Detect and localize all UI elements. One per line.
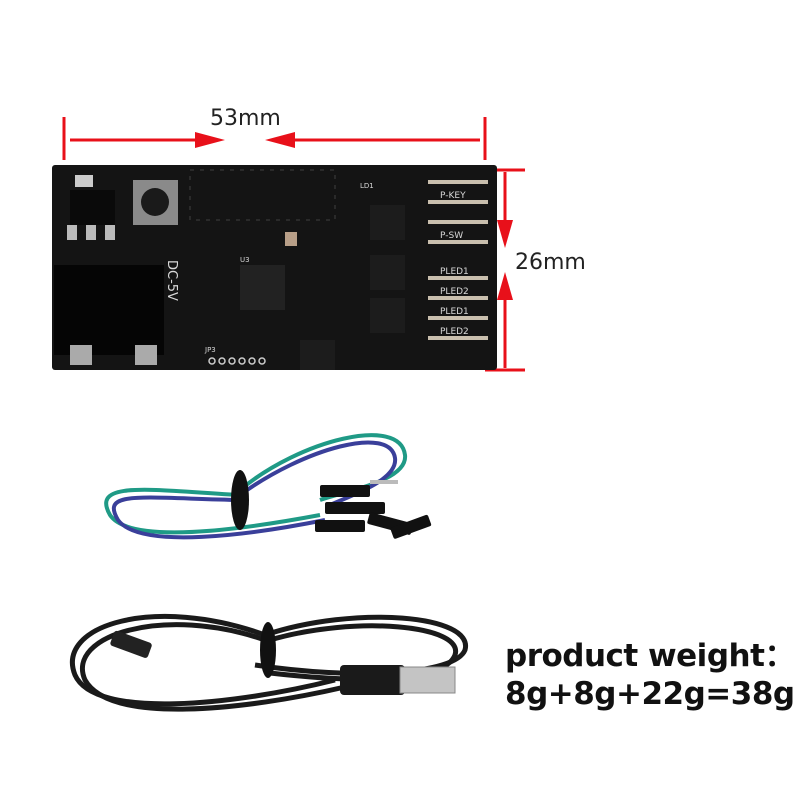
silk-jumper: JP3 xyxy=(204,346,216,354)
width-label: 53mm xyxy=(210,106,281,131)
silk-header-6: PLED2 xyxy=(440,327,469,337)
height-label: 26mm xyxy=(515,250,586,275)
pin-header xyxy=(428,180,488,340)
silk-chip: U3 xyxy=(240,256,250,264)
usb-cable xyxy=(70,614,468,712)
silk-header-3: PLED1 xyxy=(440,267,469,277)
silk-header-2: P-SW xyxy=(440,231,463,241)
push-button xyxy=(133,180,178,225)
silk-led: LD1 xyxy=(360,182,374,190)
silk-header-1: P-KEY xyxy=(440,191,466,201)
dupont-cable xyxy=(104,433,432,540)
pcb-board: DC-5V U3 JP3 LD1 P-KEY P-SW PLED1 PLED2 … xyxy=(52,165,497,370)
usb-plug xyxy=(340,665,456,695)
silk-power: DC-5V xyxy=(164,260,179,301)
dc-jack xyxy=(54,265,164,355)
silk-header-4: PLED2 xyxy=(440,287,469,297)
silk-header-5: PLED1 xyxy=(440,307,469,317)
mcu-chip xyxy=(240,265,285,310)
weight-value: 8g+8g+22g=38g xyxy=(505,676,795,712)
weight-label: product weight： xyxy=(505,638,795,674)
